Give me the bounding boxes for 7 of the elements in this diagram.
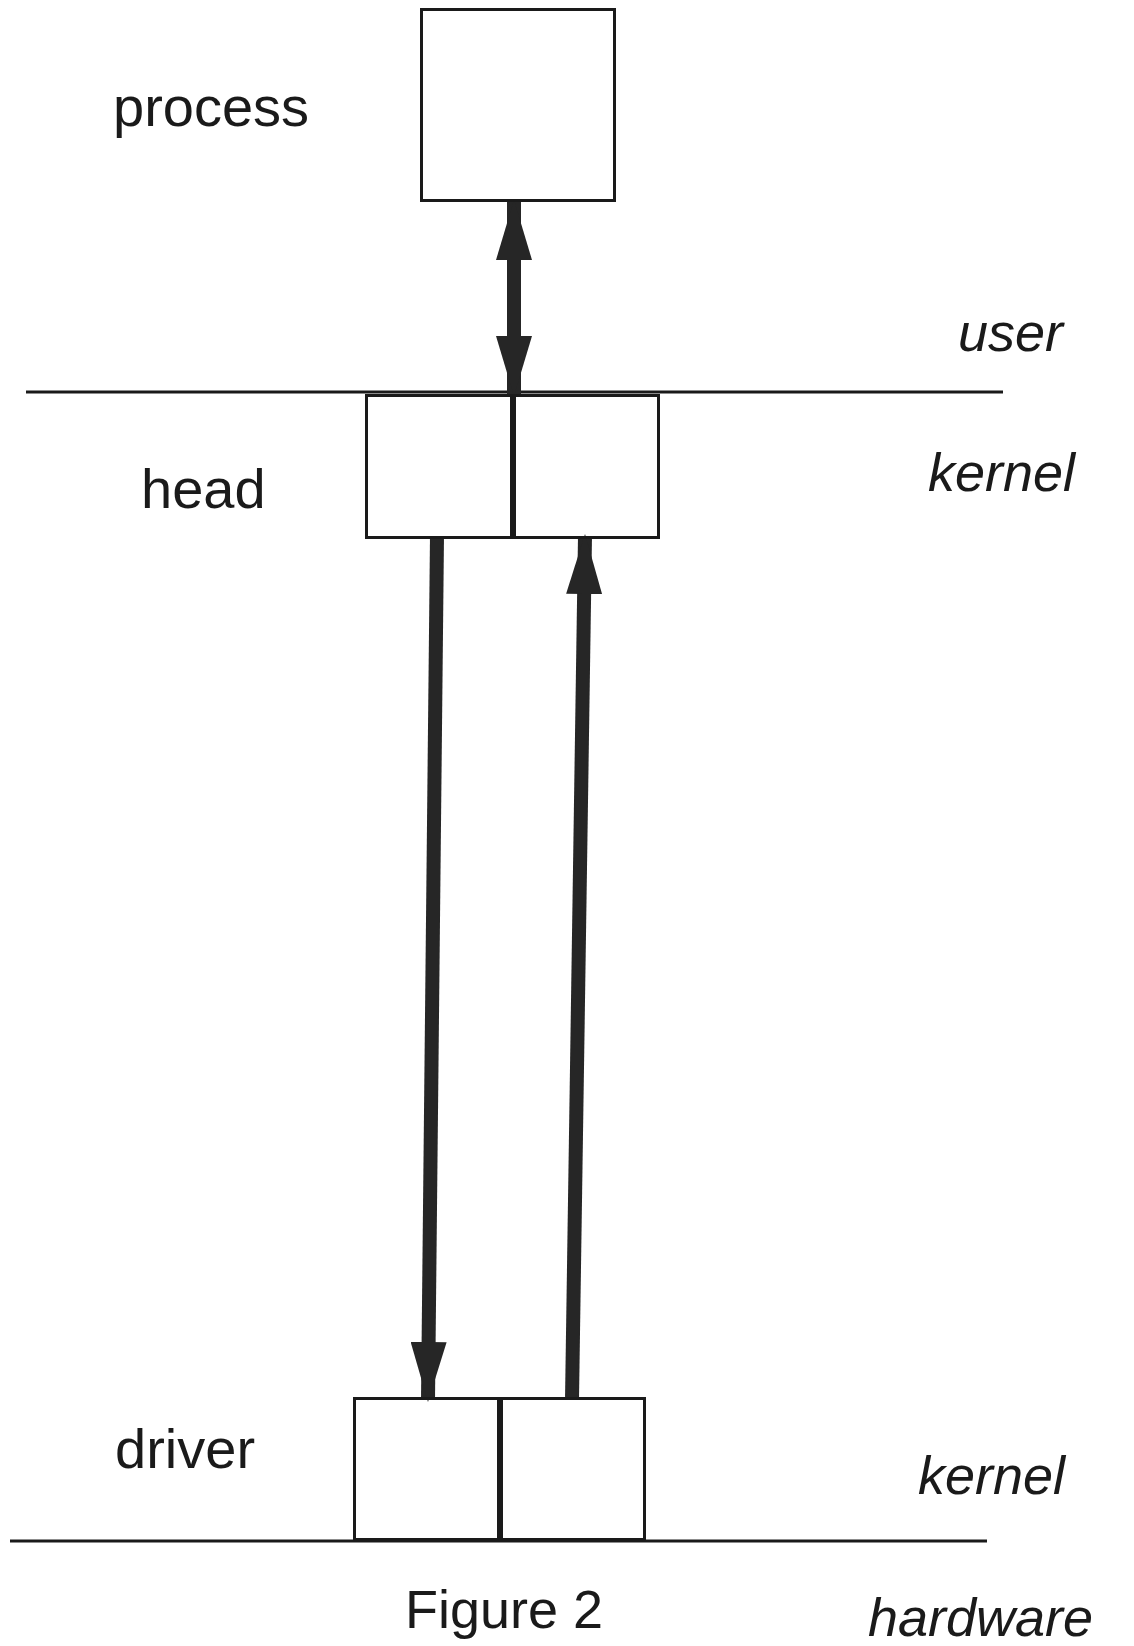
module-label: head xyxy=(141,461,266,517)
layer-label: hardware xyxy=(868,1590,1094,1644)
module-label: driver xyxy=(115,1421,256,1477)
layer-label: kernel xyxy=(918,1448,1066,1502)
layer-label: kernel xyxy=(928,445,1076,499)
arrow xyxy=(496,200,532,396)
layer-label: user xyxy=(958,305,1064,359)
